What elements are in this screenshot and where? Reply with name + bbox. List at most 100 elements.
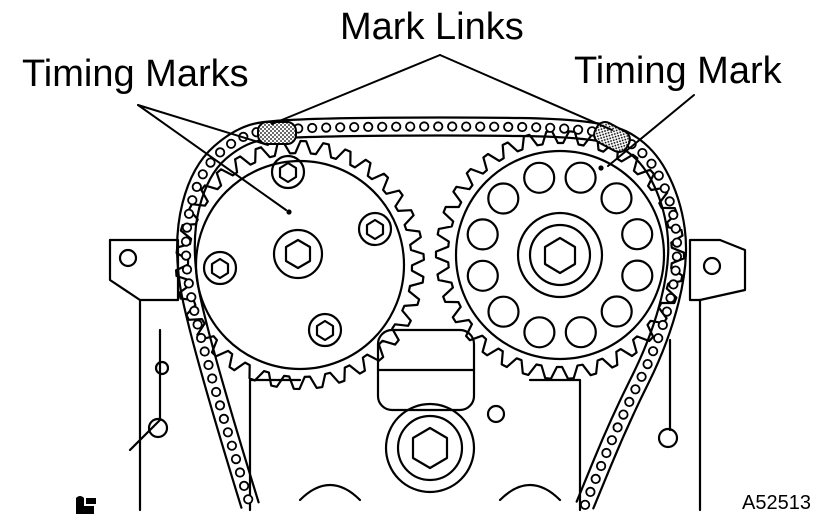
chain-roller [211, 386, 222, 398]
sprocket-hole [487, 295, 520, 328]
chain-roller [489, 121, 500, 132]
chain-roller [214, 400, 226, 411]
chain-roller [642, 358, 653, 370]
chain-roller [590, 473, 601, 484]
chain-roller [671, 237, 683, 248]
chain-roller [234, 467, 246, 478]
chain-roller [419, 121, 430, 132]
chain-roller [187, 195, 198, 206]
chain-roller [637, 148, 648, 159]
chain-roller [197, 169, 208, 180]
chain-roller [447, 121, 458, 132]
chain-roller [503, 121, 514, 133]
chain-roller [433, 121, 444, 132]
chain-roller [647, 346, 659, 357]
chain-roller [230, 453, 242, 465]
timing-mark-label: Timing Mark [574, 50, 782, 92]
leader-mark-links-right [439, 54, 613, 131]
chain-roller [579, 499, 591, 510]
leader-timing-mark [607, 94, 695, 167]
chain-roller [572, 124, 584, 135]
chain-roller [517, 121, 528, 133]
right-timing-dot [598, 165, 604, 171]
chain-roller [377, 121, 388, 132]
chain-roller [183, 208, 195, 219]
chain-roller [405, 121, 416, 132]
chain-roller [363, 121, 374, 133]
leader-timing-marks-b [137, 104, 287, 211]
left-timing-dot [286, 209, 292, 215]
chain-roller [661, 306, 673, 317]
chain-roller [664, 196, 675, 207]
chain-roller [668, 209, 679, 220]
sprocket-hole [621, 218, 654, 251]
chain-roller [186, 292, 197, 303]
chain-roller [559, 123, 570, 134]
chain-roller [307, 122, 318, 134]
chain-roller [335, 122, 346, 133]
chain-roller [670, 265, 681, 276]
chain-roller [222, 427, 233, 438]
chain-roller [349, 122, 360, 133]
chain-roller [601, 447, 612, 459]
chain-roller [218, 413, 229, 424]
left-bolt-top [270, 154, 306, 190]
chain-roller [321, 122, 332, 133]
sprocket-hole [564, 316, 597, 349]
left-center-bolt [272, 228, 324, 280]
chain-roller [226, 138, 237, 149]
chain-roller [545, 122, 556, 133]
chain-roller [461, 121, 472, 132]
right-cam-sprocket [434, 130, 686, 380]
chain-roller [618, 409, 629, 420]
chain-roller [653, 333, 664, 344]
chain-roller [239, 480, 250, 491]
chain-roller [630, 384, 641, 395]
chain-roller [624, 396, 635, 407]
chain-roller [203, 359, 214, 371]
chain-roller [180, 236, 192, 247]
chain-roller [657, 319, 668, 331]
chain-roller [196, 332, 207, 344]
chain-roller [612, 422, 623, 433]
chain-roller [183, 278, 194, 289]
chain-roller [668, 279, 679, 290]
chain-roller [606, 435, 618, 446]
chain-roller [531, 122, 542, 133]
chain-roller [181, 264, 193, 275]
chain-roller [243, 494, 254, 505]
left-mark-link [257, 121, 297, 145]
chain-roller [181, 250, 192, 261]
leader-mark-links-left [271, 54, 441, 125]
chain-roller [636, 371, 647, 382]
chain-roller [189, 305, 200, 316]
chain-roller [199, 346, 210, 357]
chain-roller [205, 157, 216, 168]
chain-roller [653, 170, 664, 181]
chain-roller [181, 222, 193, 233]
sprocket-hole [466, 259, 499, 292]
chain-roller [585, 486, 596, 497]
sprocket-hole [600, 182, 633, 215]
chain-roller [646, 158, 657, 169]
chain-roller [391, 121, 402, 132]
chain-roller [595, 460, 607, 472]
chain-roller [191, 181, 202, 192]
timing-marks-label: Timing Marks [22, 53, 249, 95]
chain-roller [192, 319, 203, 330]
chain-roller [475, 121, 486, 132]
sprocket-hole [466, 218, 499, 251]
sprocket-hole [487, 182, 520, 215]
timing-chain [175, 116, 688, 510]
chain-roller [670, 223, 681, 234]
chain-roller [671, 251, 683, 262]
sprocket-hole [621, 259, 654, 292]
right-hub [516, 211, 604, 299]
sprocket-hole [564, 161, 597, 194]
sprocket-hole [523, 161, 556, 194]
chain-roller [659, 183, 670, 194]
chain-roller [665, 292, 676, 304]
sprocket-hole [600, 295, 633, 328]
